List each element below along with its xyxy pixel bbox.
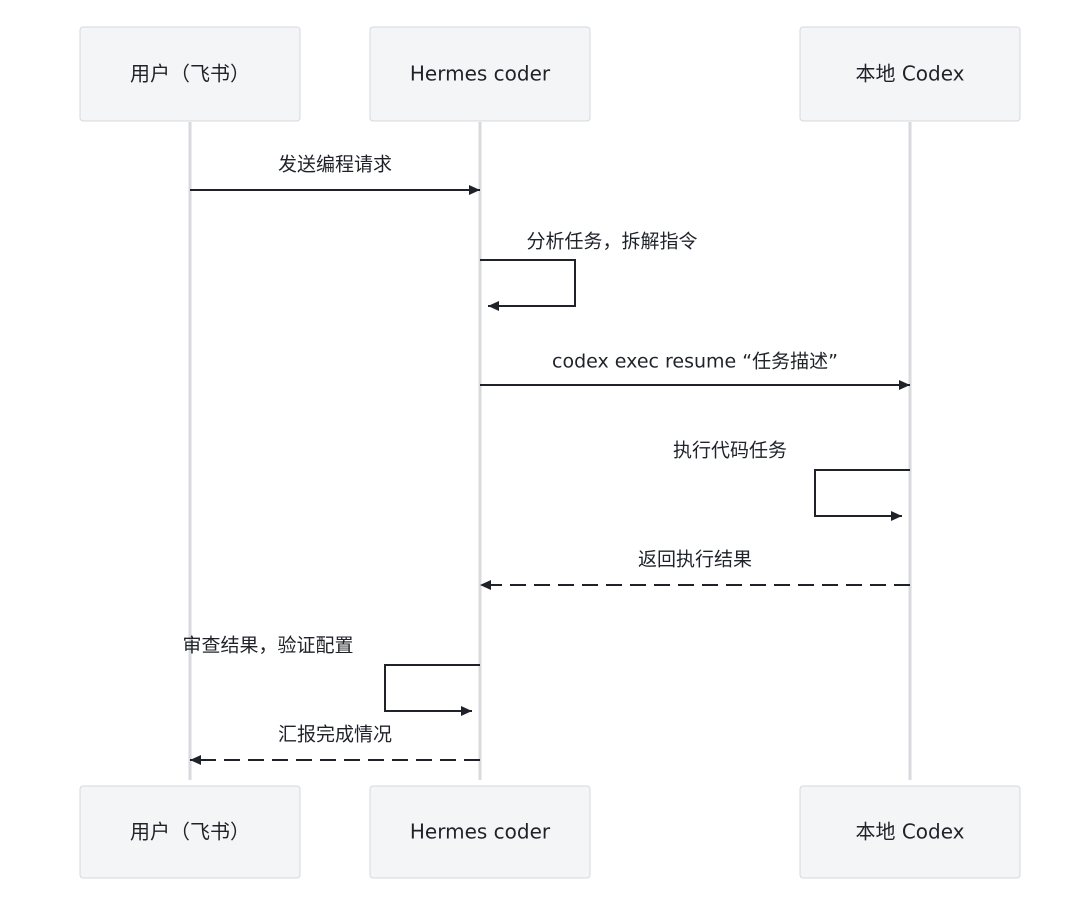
message-5: 返回执行结果 — [480, 549, 910, 590]
actor-top-hermes: Hermes coder — [369, 26, 591, 122]
message-label: 返回执行结果 — [638, 549, 752, 571]
message-label: 审查结果，验证配置 — [182, 635, 353, 657]
actor-label: 本地 Codex — [855, 62, 964, 86]
actor-bottom-hermes: Hermes coder — [369, 785, 591, 879]
actor-label: Hermes coder — [410, 62, 551, 86]
message-label: 执行代码任务 — [673, 440, 787, 462]
arrow-head — [899, 380, 910, 390]
arrow-head — [488, 301, 499, 311]
message-label: codex exec resume “任务描述” — [552, 351, 838, 373]
actor-bottom-codex: 本地 Codex — [799, 785, 1021, 879]
message-line — [384, 664, 480, 712]
actor-bottom-user: 用户（飞书） — [79, 785, 301, 879]
actor-label: 本地 Codex — [855, 820, 964, 844]
arrow-head — [469, 185, 480, 195]
actor-box — [799, 26, 1021, 122]
actor-box — [799, 785, 1021, 879]
message-label: 分析任务，拆解指令 — [526, 231, 697, 253]
actor-box — [79, 785, 301, 879]
message-2: 分析任务，拆解指令 — [480, 231, 698, 311]
actor-label: Hermes coder — [410, 820, 551, 844]
actor-top-codex: 本地 Codex — [799, 26, 1021, 122]
message-line — [480, 259, 576, 307]
arrow-head — [891, 511, 902, 521]
message-3: codex exec resume “任务描述” — [480, 351, 910, 390]
message-4: 执行代码任务 — [673, 440, 910, 521]
arrow-head — [461, 706, 472, 716]
message-line — [814, 469, 910, 517]
actor-box — [79, 26, 301, 122]
arrow-head — [190, 755, 201, 765]
message-7: 汇报完成情况 — [190, 724, 480, 765]
actor-box — [369, 26, 591, 122]
arrow-head — [480, 580, 491, 590]
actor-label: 用户（飞书） — [130, 62, 250, 86]
message-1: 发送编程请求 — [190, 154, 480, 195]
actor-box — [369, 785, 591, 879]
actor-label: 用户（飞书） — [130, 820, 250, 844]
message-label: 发送编程请求 — [278, 154, 392, 176]
message-6: 审查结果，验证配置 — [182, 635, 480, 716]
message-label: 汇报完成情况 — [278, 724, 392, 746]
actor-top-user: 用户（飞书） — [79, 26, 301, 122]
